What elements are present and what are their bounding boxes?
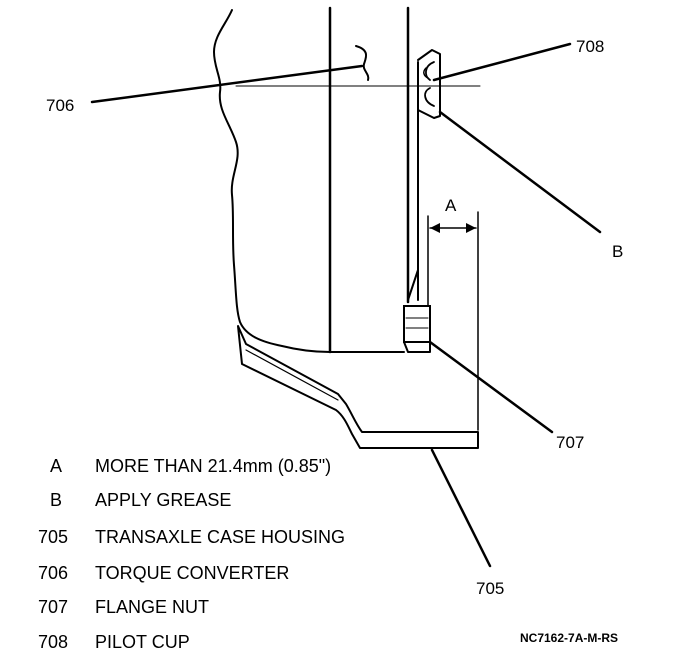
legend-key: B <box>50 490 62 510</box>
legend-key: 706 <box>38 563 68 583</box>
legend-row: 708 PILOT CUP <box>38 632 190 652</box>
pilot-cup <box>417 49 441 119</box>
legend-desc: FLANGE NUT <box>95 597 209 617</box>
callout-a: A <box>445 196 457 215</box>
callout-b: B <box>612 242 623 261</box>
leader-708 <box>432 42 572 82</box>
grease-mark <box>423 67 429 79</box>
leader-b <box>438 110 602 234</box>
shaft-break-mark <box>355 45 370 81</box>
housing-inner-line <box>245 349 339 401</box>
transaxle-case-housing <box>237 325 479 449</box>
leader-706 <box>90 64 364 104</box>
legend: A MORE THAN 21.4mm (0.85") B APPLY GREAS… <box>38 456 345 652</box>
figure-id: NC7162-7A-M-RS <box>520 631 618 645</box>
callout-706: 706 <box>46 96 74 115</box>
legend-key: 708 <box>38 632 68 652</box>
converter-lower-taper <box>407 199 419 301</box>
legend-row: B APPLY GREASE <box>50 490 231 510</box>
dimension-a-arrowhead-right <box>466 223 476 233</box>
dimension-a-arrowhead-left <box>430 223 440 233</box>
converter-base <box>403 341 431 353</box>
callout-708: 708 <box>576 37 604 56</box>
callout-705: 705 <box>476 579 504 598</box>
legend-row: 705 TRANSAXLE CASE HOUSING <box>38 527 345 547</box>
legend-key: 707 <box>38 597 68 617</box>
legend-desc: MORE THAN 21.4mm (0.85") <box>95 456 331 476</box>
callout-707: 707 <box>556 433 584 452</box>
legend-key: A <box>50 456 62 476</box>
legend-row: 706 TORQUE CONVERTER <box>38 563 289 583</box>
legend-row: 707 FLANGE NUT <box>38 597 209 617</box>
legend-desc: TORQUE CONVERTER <box>95 563 289 583</box>
leader-705 <box>430 448 492 568</box>
converter-outline <box>213 9 405 353</box>
legend-key: 705 <box>38 527 68 547</box>
legend-desc: PILOT CUP <box>95 632 190 652</box>
pilot-cup-lip-bottom <box>424 87 435 107</box>
legend-desc: TRANSAXLE CASE HOUSING <box>95 527 345 547</box>
flange-nut <box>403 305 431 343</box>
legend-row: A MORE THAN 21.4mm (0.85") <box>50 456 331 476</box>
leader-707 <box>428 340 554 434</box>
pilot-cup-lip-top <box>425 61 435 81</box>
legend-desc: APPLY GREASE <box>95 490 231 510</box>
